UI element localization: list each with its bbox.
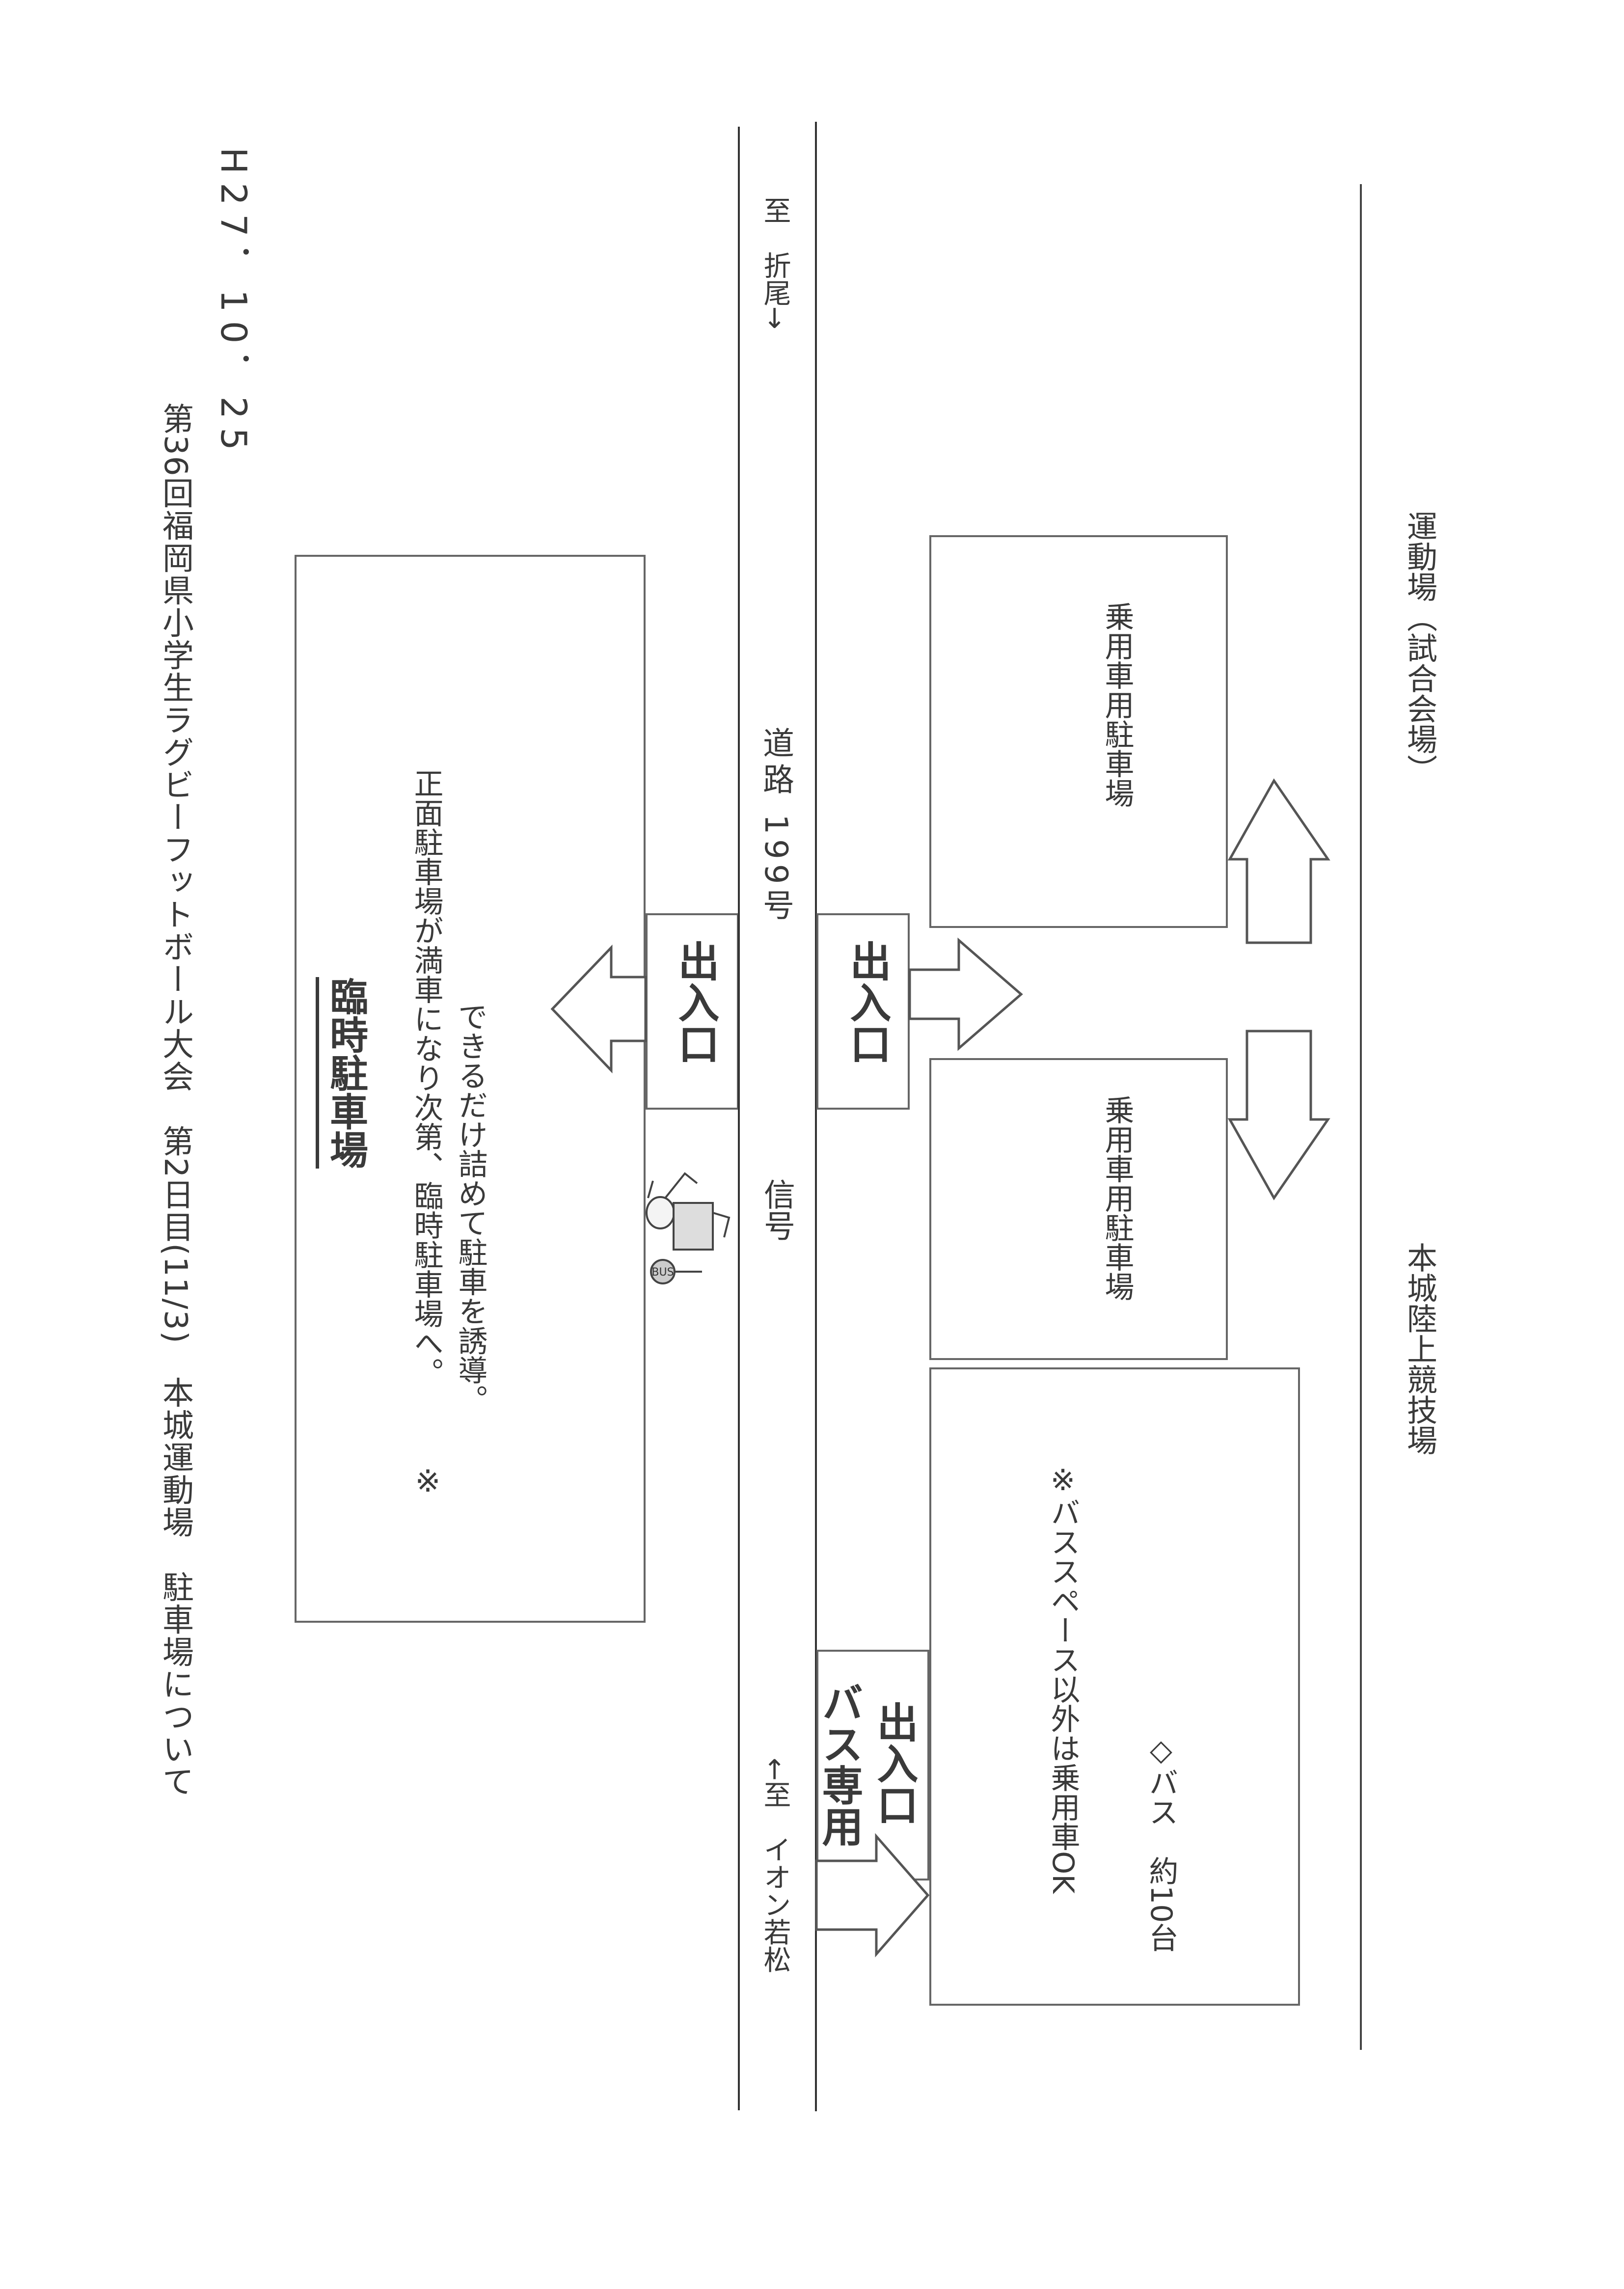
direction-right: 至 折尾→ [759, 196, 791, 329]
document-title: 第36回福岡県小学生ラグビーフットボール大会 第2日目(11/3) 本城運動場 … [157, 403, 193, 1798]
bus-count: ◇バス 約10台 [1144, 1733, 1178, 1953]
road-name: 道路 199号 [758, 727, 794, 926]
car-parking-upper-label: 乗用車用駐車場 [1100, 601, 1134, 808]
bus-entrance-line-2: 出入口 [870, 1701, 919, 1825]
field-label: 運動場（試合会場） [1402, 511, 1437, 785]
road-edge-left [738, 127, 740, 2110]
note-line-2: できるだけ詰めて駐車を誘導。 [453, 1002, 487, 1414]
bus-guide-person-icon: BUS [646, 1172, 731, 1284]
note-line-1: 正面駐車場が満車になり次第、臨時駐車場へ。 [409, 768, 443, 1387]
arrow-to-temporary-lot-icon [550, 944, 647, 1074]
road-edge-right [815, 122, 817, 2111]
venue-boundary-line [1360, 184, 1362, 2050]
bus-parking-box [929, 1367, 1300, 2006]
car-parking-upper-box [929, 535, 1228, 928]
arrow-up-icon [1227, 778, 1330, 944]
temporary-parking-box [295, 555, 646, 1623]
arrow-down-icon [1227, 1030, 1330, 1200]
car-parking-lower-label: 乗用車用駐車場 [1100, 1095, 1134, 1301]
direction-left: ←至 イオン若松 [759, 1758, 791, 1973]
signal-label: 信号 [758, 1178, 795, 1241]
stadium-label: 本城陸上競技場 [1402, 1242, 1437, 1455]
document-date: H27．10．25 [213, 147, 254, 459]
car-parking-lower-box [929, 1058, 1228, 1360]
arrow-bus-entrance-icon [815, 1833, 930, 1958]
arrow-to-car-lot-icon [908, 937, 1023, 1051]
temporary-entrance-label: 出入口 [672, 940, 720, 1064]
main-entrance-label: 出入口 [843, 940, 892, 1064]
bus-entrance-line-1: バス専用 [815, 1682, 864, 1847]
svg-text:BUS: BUS [651, 1266, 674, 1279]
note-mark: ※ [410, 1463, 446, 1499]
bus-space-note: ※バススペース以外は乗用車OK [1046, 1463, 1080, 1894]
temporary-parking-title: 臨時駐車場 [324, 977, 368, 1169]
